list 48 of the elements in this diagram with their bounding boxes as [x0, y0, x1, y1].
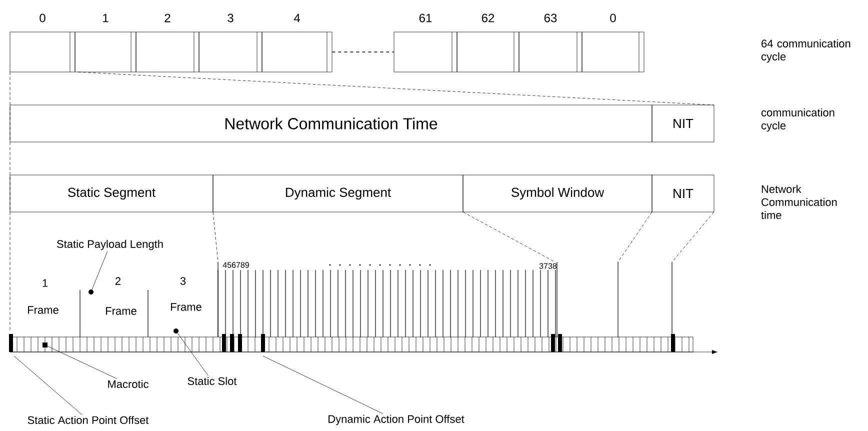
segment-box: NIT: [652, 174, 714, 212]
cycle-cell: 61: [394, 14, 458, 72]
cycle-cell: 0: [582, 14, 644, 72]
segment-box: NIT: [652, 104, 714, 142]
node-label: 62: [482, 14, 494, 22]
slot-label: 1: [42, 279, 48, 287]
node-label: 1: [103, 14, 108, 22]
callout-text: Static Action Point Offset: [28, 416, 149, 424]
callout-text: Static Slot: [188, 376, 237, 386]
slot-label: 3738: [539, 263, 557, 269]
slot-label: 2: [116, 277, 121, 285]
side-label: 64 communication cycle: [761, 39, 850, 63]
callout-text: Macrotic: [108, 380, 148, 388]
slot-label: 3: [180, 277, 186, 285]
cycle-cell: 3: [198, 14, 262, 72]
side-label: Network Communication time: [761, 184, 837, 220]
node-label: 0: [40, 14, 46, 22]
side-label: communication cycle: [761, 108, 834, 132]
cycle-cell: 62: [456, 14, 520, 72]
segment-box: Symbol Window: [462, 174, 652, 212]
leader-line: [92, 251, 108, 290]
point-marker: [42, 342, 48, 348]
segment-box: Static Segment: [10, 174, 214, 212]
node-label: 63: [544, 14, 557, 22]
leader-line: [14, 356, 82, 415]
leader-line: [177, 332, 208, 376]
node-label: 61: [419, 14, 432, 22]
cycle-cell: 1: [74, 14, 136, 72]
slot-label: Frame: [28, 306, 58, 314]
segment-box: Dynamic Segment: [212, 174, 464, 212]
slot-label: 456789: [222, 262, 249, 268]
slot-label: Frame: [106, 307, 136, 315]
slot-label: Frame: [171, 303, 202, 311]
leader-line: [48, 346, 118, 379]
segment-box: Network Communication Time: [10, 104, 652, 142]
cycle-cell: 4: [262, 14, 332, 72]
point-marker: [174, 328, 178, 334]
node-label: 4: [294, 14, 300, 22]
leader-line: [262, 356, 384, 414]
cycle-cell: 0: [10, 14, 76, 72]
point-marker: [88, 290, 94, 294]
cycle-cell: 2: [136, 14, 200, 72]
node-label: 0: [610, 14, 616, 22]
callout-text: Dynamic Action Point Offset: [328, 414, 464, 426]
node-label: 2: [164, 14, 170, 22]
callout-text: Static Payload Length: [57, 240, 163, 250]
node-label: 3: [228, 14, 234, 22]
cycle-cell: 63: [518, 14, 582, 72]
